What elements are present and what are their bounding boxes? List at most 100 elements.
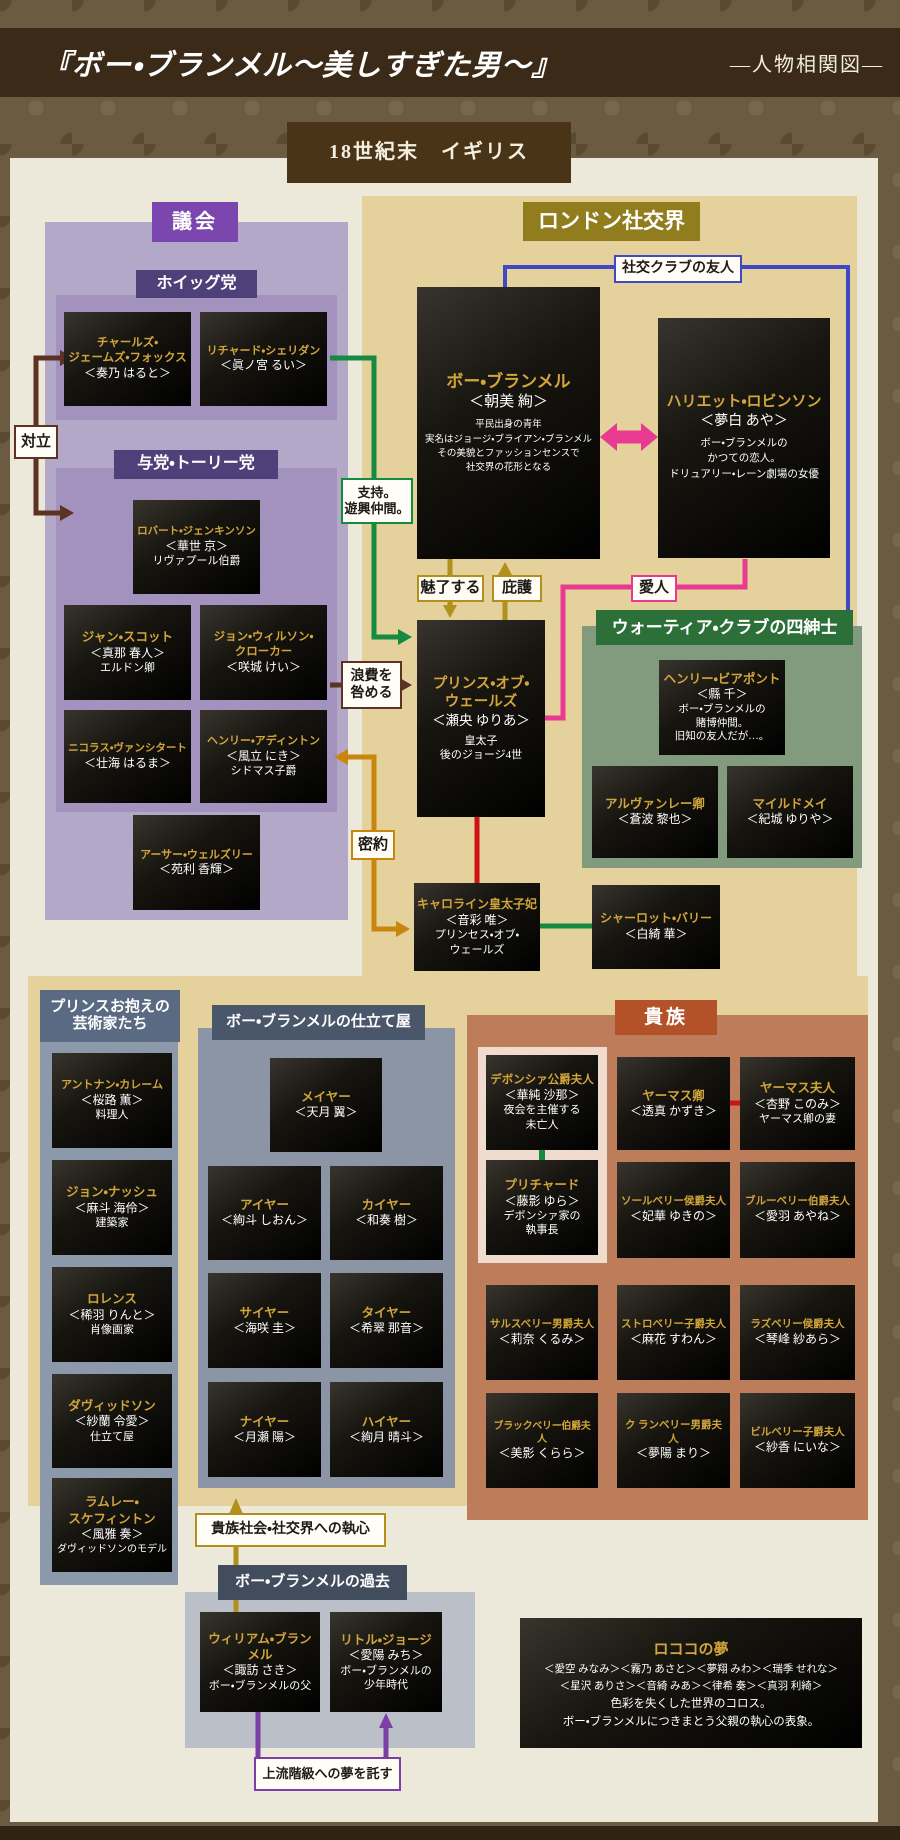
character-description: デボンシァ家の 執事長 <box>503 1210 581 1237</box>
actor-name: ＜海咲 圭＞ <box>232 1320 296 1335</box>
character-box-blueberry: ブルーベリー伯爵夫人＜愛羽 あやね＞ <box>740 1162 855 1258</box>
actor-name: ＜和奏 樹＞ <box>354 1213 418 1228</box>
character-role-name: ストロベリー子爵夫人 <box>621 1318 726 1330</box>
character-box-cranberry: ク ランベリー男爵夫人＜夢陽 まり＞ <box>617 1393 730 1488</box>
actor-name: ＜麻花 すわん＞ <box>629 1331 717 1346</box>
actor-name: ＜稀羽 りんと＞ <box>68 1307 156 1322</box>
character-box-george: リトル・ジョージ＜愛陽 みち＞ボー・ブランメルの 少年時代 <box>330 1612 442 1712</box>
character-box-davidson: ダヴィッドソン＜紗蘭 令愛＞仕立て屋 <box>52 1374 172 1468</box>
relation-label-support: 支持。 遊興仲間。 <box>341 478 413 524</box>
character-role-name: ラムレー・ スケフィントン <box>68 1495 156 1526</box>
character-box-charlotte: シャーロット・バリー＜白綺 華＞ <box>592 885 720 969</box>
character-box-careme: アントナン・カレーム＜桜路 薫＞ 料理人 <box>52 1053 172 1148</box>
character-box-sheridan: リチャード・シェリダン＜眞ノ宮 るい＞ <box>200 312 327 406</box>
character-role-name: ビルベリー子爵夫人 <box>750 1426 845 1438</box>
character-role-name: プリチャード <box>504 1178 580 1193</box>
character-box-kaiyer: カイヤー＜和奏 樹＞ <box>330 1166 443 1260</box>
actor-name: ＜紗蘭 令愛＞ <box>74 1414 150 1429</box>
character-box-yarmouth: ヤーマス卿＜透真 かずき＞ <box>617 1057 730 1150</box>
section-artists: プリンスお抱えの 芸術家たち <box>40 990 180 1042</box>
character-description: ボー・ブランメルの父 <box>208 1679 312 1692</box>
actor-name: ＜瀬央 ゆりあ＞ <box>432 713 530 729</box>
relation-label-conflict: 対立 <box>14 425 58 459</box>
actor-name: ＜音彩 唯＞ <box>445 912 509 927</box>
character-box-soulberry: ソールベリー侯爵夫人＜妃華 ゆきの＞ <box>617 1162 730 1258</box>
era-label: 18世紀末 イギリス <box>287 122 571 183</box>
character-description: 夜会を主催する 未亡人 <box>503 1104 581 1131</box>
character-role-name: アルヴァンレー卿 <box>605 797 705 812</box>
character-box-mildmay: マイルドメイ＜紀城 ゆりや＞ <box>727 766 853 858</box>
actor-name: ＜妃華 ゆきの＞ <box>629 1209 717 1224</box>
character-box-naiyer: ナイヤー＜月瀬 陽＞ <box>208 1382 321 1477</box>
character-description: シドマス子爵 <box>230 765 297 778</box>
rococo-desc-line2: ボー・ブランメルにつきまとう父親の執心の表象。 <box>562 1715 820 1728</box>
character-role-name: プリンス・オブ・ ウェールズ <box>432 675 530 711</box>
character-box-nash: ジョン・ナッシュ＜麻斗 海伶＞ 建築家 <box>52 1160 172 1255</box>
actor-name: ＜白綺 華＞ <box>624 927 688 941</box>
actor-name: ＜月瀬 陽＞ <box>232 1429 296 1444</box>
character-role-name: ヘンリー・アディントン <box>207 735 320 748</box>
character-description: エルドン卿 <box>100 662 155 675</box>
actor-name: ＜絢斗 しおん＞ <box>220 1213 308 1228</box>
character-description: 仕立て屋 <box>90 1430 134 1443</box>
actor-name: ＜真那 春人＞ <box>89 645 165 660</box>
actor-name: ＜愛羽 あやね＞ <box>753 1209 841 1224</box>
character-box-prince: プリンス・オブ・ ウェールズ＜瀬央 ゆりあ＞皇太子 後のジョージ4世 <box>417 620 545 817</box>
section-past: ボー・ブランメルの過去 <box>218 1565 407 1600</box>
actor-name: ＜奏乃 はると＞ <box>83 366 171 381</box>
support-arrowhead <box>398 629 412 645</box>
rococo-dream-box: ロココの夢 ＜愛空 みなみ＞＜霧乃 あさと＞＜夢翔 みわ＞＜瑞季 せれな＞ ＜星… <box>520 1618 862 1748</box>
character-role-name: メイヤー <box>301 1090 351 1105</box>
relation-label-entrust-dream: 上流階級への夢を託す <box>254 1757 401 1791</box>
page-subtitle: ―人物相関図― <box>730 54 884 76</box>
character-box-yarmouth_wife: ヤーマス夫人＜杏野 このみ＞ヤーマス卿の妻 <box>740 1057 855 1150</box>
actor-name: ＜夢陽 まり＞ <box>635 1446 711 1461</box>
actor-name: ＜愛陽 みち＞ <box>348 1648 424 1663</box>
actor-name: ＜壮海 はるま＞ <box>83 755 171 770</box>
character-description: ボー・ブランメルの かつての恋人。 ドリュアリー・レーン劇場の女優 <box>669 437 819 481</box>
character-description: 料理人 <box>95 1109 129 1122</box>
actor-name: ＜風雅 奏＞ <box>80 1526 144 1541</box>
character-role-name: シャーロット・バリー <box>599 911 713 926</box>
character-box-meyer: メイヤー＜天月 翼＞ <box>270 1058 382 1152</box>
actor-name: ＜諏訪 さき＞ <box>222 1663 298 1678</box>
character-role-name: アントナン・カレーム <box>61 1079 163 1092</box>
character-box-jenkinson: ロバート・ジェンキンソン＜華世 京＞リヴァプール伯爵 <box>133 500 260 594</box>
character-description: 建築家 <box>95 1217 129 1230</box>
character-role-name: ボー・ブランメル <box>446 371 571 391</box>
character-box-pierpont: ヘンリー・ビアポント＜縣 千＞ボー・ブランメルの 賭博仲間。 旧知の友人だが…。 <box>659 660 785 755</box>
character-box-skeffington: ラムレー・ スケフィントン＜風雅 奏＞ダヴィッドソンのモデル <box>52 1478 172 1572</box>
actor-name: ＜美影 くらら＞ <box>498 1445 586 1460</box>
character-box-saiyer: サイヤー＜海咲 圭＞ <box>208 1273 321 1368</box>
character-role-name: ジョン・ウィルソン・ クローカー <box>213 630 314 658</box>
section-nobles: 貴族 <box>615 1000 717 1035</box>
character-role-name: ジョン・ナッシュ <box>66 1185 158 1200</box>
character-description: ボー・ブランメルの 賭博仲間。 旧知の友人だが…。 <box>674 703 770 743</box>
relation-label-fascinate: 魅了する <box>417 575 484 602</box>
relation-label-admonish: 浪費を 咎める <box>341 661 402 709</box>
character-box-devonshire: デボンシァ公爵夫人＜華純 沙那＞夜会を主催する 未亡人 <box>486 1055 598 1150</box>
actor-name: ＜麻斗 海伶＞ <box>74 1200 150 1215</box>
character-box-beau: ボー・ブランメル＜朝美 絢＞平民出身の青年 実名はジョージ・ブライアン・ブランメ… <box>417 287 600 559</box>
character-description: 平民出身の青年 実名はジョージ・ブライアン・ブランメル その美貌とファッションセ… <box>424 420 593 474</box>
character-role-name: ロレンス <box>87 1292 137 1307</box>
character-role-name: マイルドメイ <box>752 797 828 812</box>
beau-harriet-arrowhead-left <box>600 423 617 451</box>
character-box-bilberry: ビルベリー子爵夫人＜紗香 にいな＞ <box>740 1393 855 1488</box>
character-role-name: ナイヤー <box>239 1414 290 1429</box>
rococo-cast-line1: ＜愛空 みなみ＞＜霧乃 あさと＞＜夢翔 みわ＞＜瑞季 せれな＞ <box>544 1663 838 1675</box>
actor-name: ＜華世 京＞ <box>164 538 228 553</box>
character-role-name: ラズベリー侯爵夫人 <box>750 1318 845 1330</box>
section-tailors: ボー・ブランメルの仕立て屋 <box>212 1005 425 1040</box>
actor-name: ＜希翠 那音＞ <box>348 1320 424 1335</box>
character-box-william: ウィリアム・ブランメル＜諏訪 さき＞ボー・ブランメルの父 <box>200 1612 320 1712</box>
section-tory-party: 与党・トーリー党 <box>114 450 278 479</box>
conflict-arrowhead-bottom <box>60 505 74 521</box>
character-box-harriet: ハリエット・ロビンソン＜夢白 あや＞ボー・ブランメルの かつての恋人。 ドリュア… <box>658 318 830 558</box>
character-box-caroline: キャロライン皇太子妃＜音彩 唯＞プリンセス・オブ・ ウェールズ <box>414 883 540 971</box>
character-role-name: ク ランベリー男爵夫人 <box>624 1420 723 1445</box>
actor-name: ＜桜路 薫＞ <box>80 1092 144 1107</box>
character-box-blackberry: ブラックベリー伯爵夫人＜美影 くらら＞ <box>486 1393 598 1488</box>
patronage-arrowhead <box>498 562 512 575</box>
character-box-haiyer: ハイヤー＜絢月 晴斗＞ <box>330 1382 443 1477</box>
